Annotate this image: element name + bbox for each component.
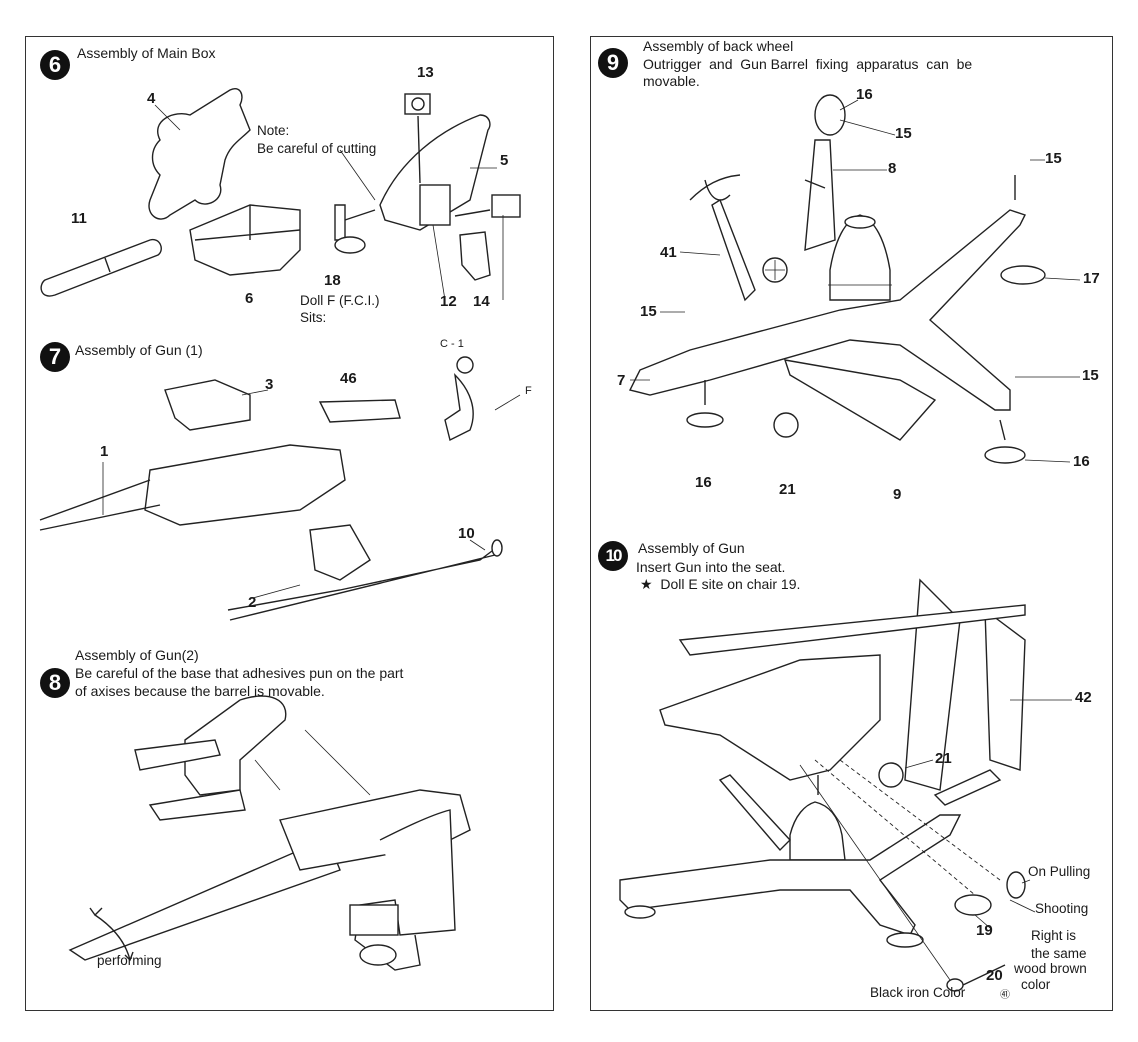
performing-label: performing (97, 953, 162, 968)
step-9-badge: 9 (598, 48, 628, 78)
part-label: 2 (248, 594, 257, 611)
step-6-title: Assembly of Main Box (77, 45, 216, 61)
part-label: 20 (986, 967, 1003, 984)
part-label: 15 (895, 125, 912, 142)
part-label: 13 (417, 64, 434, 81)
right-note-line3: wood brown (1014, 961, 1087, 976)
part-label: 21 (935, 750, 952, 767)
shooting-label: Shooting (1035, 901, 1089, 916)
circled-41-label: ㊶ (1000, 990, 1010, 1001)
part-label: 15 (1082, 367, 1099, 384)
part-label: 6 (245, 290, 254, 307)
step-10-badge: 10 (598, 541, 628, 571)
step-6-badge: 6 (40, 50, 70, 80)
step-8-title: Assembly of Gun(2) (75, 647, 199, 663)
part-label: 1 (100, 443, 109, 460)
doll-sits-label: Sits: (300, 310, 327, 325)
note-label: Note: (257, 123, 290, 138)
part-label: 7 (617, 372, 626, 389)
step-9-text-line1: Outrigger and Gun Barrel fixing apparatu… (643, 56, 973, 72)
part-label: 12 (440, 293, 457, 310)
part-label: 16 (695, 474, 712, 491)
note-text: Be careful of cutting (257, 141, 377, 156)
part-label: 9 (893, 486, 902, 503)
part-label: 18 (324, 272, 341, 289)
step-8-badge: 8 (40, 668, 70, 698)
part-label: 5 (500, 152, 509, 169)
part-label: 15 (640, 303, 657, 320)
right-note-line1: Right is (1031, 928, 1077, 943)
step-9-text-line2: movable. (643, 73, 700, 89)
step-7-badge: 7 (40, 342, 70, 372)
step-10-text-line1: Insert Gun into the seat. (636, 559, 786, 575)
left-instruction-panel (25, 36, 554, 1011)
part-label: 14 (473, 293, 490, 310)
step-9-title: Assembly of back wheel (643, 38, 794, 54)
step-7-title: Assembly of Gun (1) (75, 342, 203, 358)
part-label: 46 (340, 370, 357, 387)
step-8-text-line2: of axises because the barrel is movable. (75, 683, 325, 699)
part-label: 17 (1083, 270, 1100, 287)
part-label: C - 1 (440, 338, 464, 350)
part-label: F (525, 385, 532, 397)
part-label: 16 (1073, 453, 1090, 470)
part-label: 21 (779, 481, 796, 498)
step-8-text-line1: Be careful of the base that adhesives pu… (75, 665, 404, 681)
part-label: 4 (147, 90, 156, 107)
part-label: 10 (458, 525, 475, 542)
part-label: 16 (856, 86, 873, 103)
part-label: 41 (660, 244, 677, 261)
step-10-title: Assembly of Gun (638, 540, 745, 556)
part-label: 11 (71, 210, 87, 227)
on-pulling-label: On Pulling (1028, 864, 1091, 879)
part-label: 19 (976, 922, 993, 939)
doll-f-label: Doll F (F.C.I.) (300, 293, 380, 308)
part-label: 15 (1045, 150, 1062, 167)
step-10-text-line2: ★ Doll E site on chair 19. (640, 576, 801, 592)
part-label: 3 (265, 376, 274, 393)
right-note-line4: color (1021, 977, 1051, 992)
part-label: 8 (888, 160, 897, 177)
part-label: 42 (1075, 689, 1092, 706)
black-iron-label: Black iron Color (870, 985, 966, 1000)
right-note-line2: the same (1031, 946, 1087, 961)
